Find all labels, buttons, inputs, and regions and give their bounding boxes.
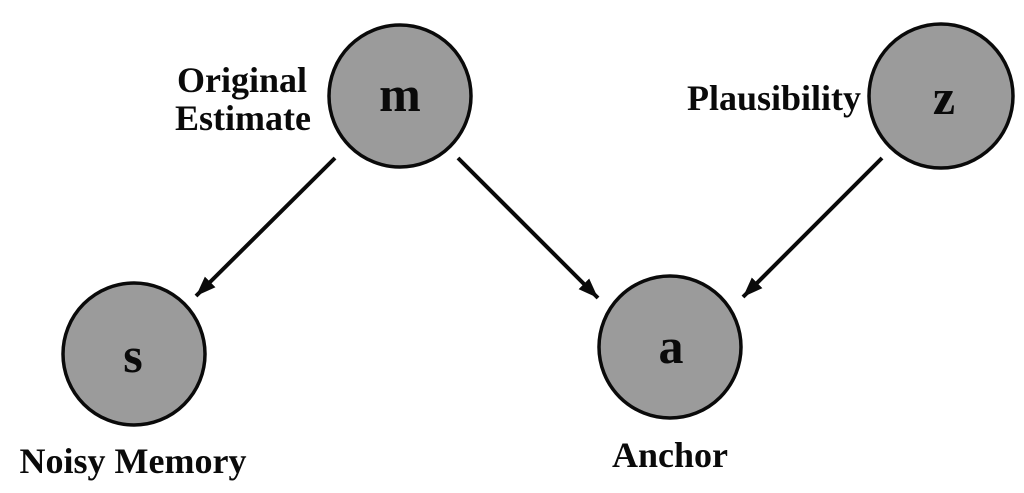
edge-m-to-a-arrow: [456, 156, 600, 300]
node-m-circle: [327, 23, 473, 169]
node-a-circle: [597, 274, 743, 420]
edge-z-to-a-arrow: [741, 156, 884, 299]
node-a: a Anchor: [597, 274, 743, 475]
node-a-label: Anchor: [612, 435, 728, 475]
edge-m-to-s-arrow: [194, 156, 337, 298]
node-s-label: Noisy Memory: [20, 441, 247, 481]
node-z-circle: [867, 22, 1015, 170]
node-s-circle: [61, 281, 207, 427]
node-z: z Plausibility: [687, 22, 1015, 170]
node-m-label-line1: Original: [177, 60, 307, 100]
node-z-label: Plausibility: [687, 78, 861, 118]
node-z-letter: z: [933, 69, 955, 125]
node-s-letter: s: [123, 327, 142, 383]
node-m: m Original Estimate: [175, 23, 473, 169]
edges: [194, 156, 884, 300]
node-m-label-line2: Estimate: [175, 98, 311, 138]
node-s: s Noisy Memory: [20, 281, 247, 481]
node-a-letter: a: [659, 318, 684, 374]
node-m-letter: m: [379, 66, 421, 122]
